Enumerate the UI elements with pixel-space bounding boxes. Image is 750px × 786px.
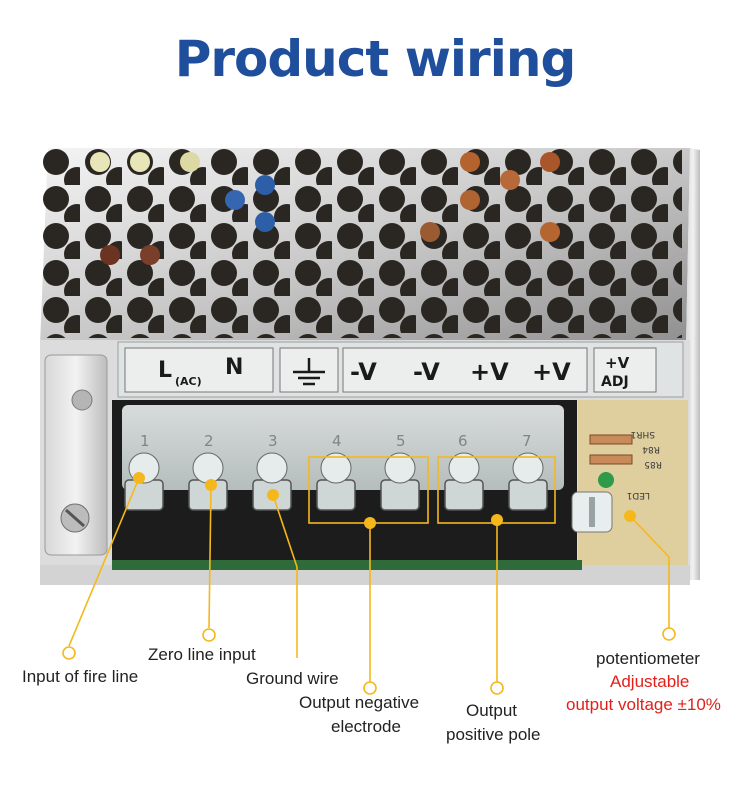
panel-label-l: L xyxy=(158,358,172,383)
page-title: Product wiring xyxy=(174,30,577,88)
terminal-number-4: 4 xyxy=(332,432,342,450)
panel-label-adj: ADJ xyxy=(601,374,629,390)
ground-symbol-icon xyxy=(293,358,325,386)
label-fire-line: Input of fire line xyxy=(22,667,139,686)
label-negative-line1: Output negative xyxy=(299,693,420,712)
panel-label-n: N xyxy=(225,355,243,380)
label-positive-line2: positive pole xyxy=(446,725,541,744)
label-potentiometer: potentiometer xyxy=(596,649,700,668)
label-output-voltage: output voltage ±10% xyxy=(566,695,721,714)
terminal-number-1: 1 xyxy=(140,432,150,450)
terminal-number-6: 6 xyxy=(458,432,468,450)
label-zero-line: Zero line input xyxy=(148,645,256,664)
label-ring-fire xyxy=(62,646,76,660)
label-negative-line2: electrode xyxy=(331,717,401,736)
vent-holes xyxy=(42,148,682,338)
pcb-label-led1: LED1 xyxy=(627,490,650,500)
label-adjustable: Adjustable xyxy=(610,672,690,691)
label-positive-line1: Output xyxy=(466,701,518,720)
panel-label-pos-v-1: +V xyxy=(470,358,509,386)
pcb-label-r84: R84 xyxy=(642,444,660,454)
panel-label-ac: (AC) xyxy=(175,375,202,388)
panel-label-neg-v-2: -V xyxy=(413,358,440,386)
terminal-number-5: 5 xyxy=(396,432,406,450)
label-ring-potentiometer xyxy=(662,627,676,641)
label-ring-positive xyxy=(490,681,504,695)
terminal-number-7: 7 xyxy=(522,432,532,450)
panel-label-neg-v-1: -V xyxy=(350,358,377,386)
label-ground-wire: Ground wire xyxy=(246,669,339,688)
terminal-number-2: 2 xyxy=(204,432,214,450)
panel-label-pos-v-2: +V xyxy=(532,358,571,386)
pcb-label-shr1: SHR1 xyxy=(631,429,655,439)
power-supply-photo: L (AC) N -V -V +V +V +V ADJ xyxy=(40,148,700,585)
panel-label-adj-top: +V xyxy=(605,354,630,372)
terminal-number-3: 3 xyxy=(268,432,278,450)
label-ring-zero xyxy=(202,628,216,642)
circuit-board xyxy=(578,400,688,580)
pcb-label-r85: R85 xyxy=(644,459,662,469)
